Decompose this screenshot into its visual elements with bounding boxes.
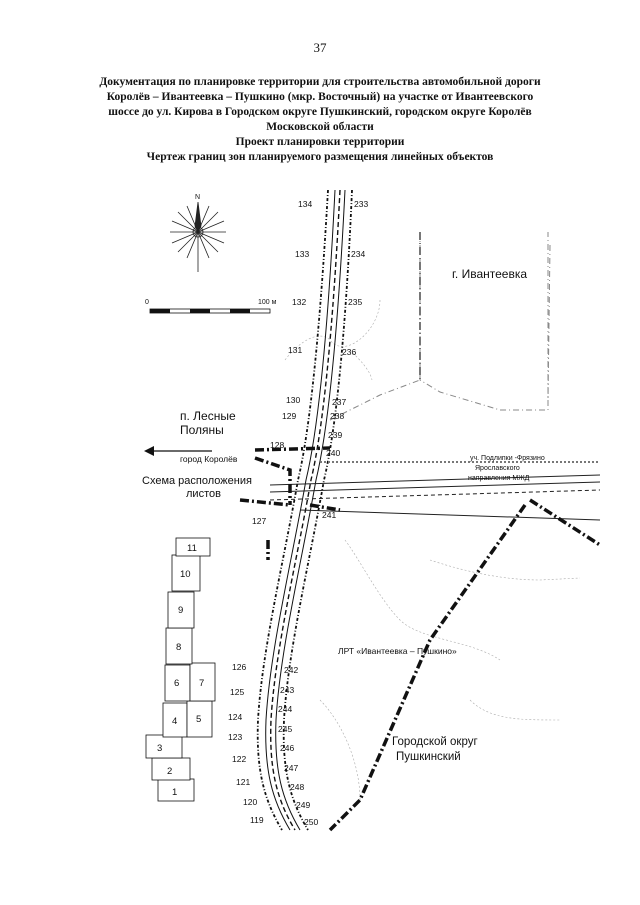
point-label: 243 [280,685,294,695]
sheet-cell [175,537,211,557]
point-label: 246 [280,743,294,753]
point-label: 249 [296,800,310,810]
sheet-number: 6 [174,678,179,689]
point-label: 129 [282,411,296,421]
point-label: 133 [295,249,309,259]
right-point-numbers: 233 234 235 236 237 238 239 240 241 242 … [278,199,368,827]
point-label: 125 [230,687,244,697]
document-header: Документация по планировке территории дл… [60,75,580,165]
sheet-number: 10 [180,569,191,580]
label-railway-line2: Ярославского [475,465,520,472]
point-label: 244 [278,704,292,714]
label-lrt: ЛРТ «Ивантеевка – Пушкино» [338,646,457,656]
arrow-left-icon [144,446,212,456]
terrain-contours [284,299,581,801]
label-pushkinsky-line2: Пушкинский [396,751,461,763]
point-label: 239 [328,430,342,440]
point-label: 238 [330,411,344,421]
sheet-number: 7 [199,678,204,689]
header-line-5: Проект планировки территории [235,136,405,148]
point-label: 233 [354,199,368,209]
sheet-cell [145,734,183,759]
point-label: 134 [298,199,312,209]
sheet-number: 9 [178,605,183,616]
point-label: 122 [232,754,246,764]
header-line-2: Королёв – Ивантеевка – Пушкино (мкр. Вос… [106,91,534,103]
sheet-number: 11 [187,543,197,554]
label-korolev: город Королёв [180,454,238,464]
main-road [256,189,353,831]
sheet-number: 8 [176,642,181,653]
point-label: 128 [270,440,284,450]
header-line-1: Документация по планировке территории дл… [99,76,541,88]
point-label: 120 [243,797,257,807]
point-label: 124 [228,712,242,722]
point-label: 240 [326,448,340,458]
sheet-numbers: 1 2 3 4 5 6 7 8 9 10 11 [157,543,204,798]
point-label: 236 [342,347,356,357]
page-number: 37 [313,40,327,55]
sheet-number: 1 [172,787,177,798]
point-label: 235 [348,297,362,307]
point-label: 130 [286,395,300,405]
label-scheme-line2: листов [186,488,221,500]
point-label: 241 [322,510,336,520]
label-railway-line3: направления МЖД [468,475,530,482]
scale-bar-start: 0 [145,299,149,306]
point-label: 132 [292,297,306,307]
point-label: 234 [351,249,365,259]
scale-bar-end: 100 м [258,299,277,306]
boundary-lines [329,232,551,421]
label-pushkinsky-line1: Городской округ [392,736,478,748]
sheet-number: 2 [167,766,172,777]
point-label: 242 [284,665,298,675]
sheet-number: 3 [157,743,162,754]
point-label: 247 [284,763,298,773]
label-lesnye-line2: Поляны [180,423,224,437]
sheet-cell [164,664,191,702]
point-label: 126 [232,662,246,672]
sheet-cell [165,627,193,665]
point-label: 123 [228,732,242,742]
label-scheme-line1: Схема расположения [142,475,252,487]
header-line-6: Чертеж границ зон планируемого размещени… [146,151,494,163]
compass-rose-icon [170,201,226,272]
sheet-cell [171,554,201,592]
point-label: 250 [304,817,318,827]
point-label: 245 [278,724,292,734]
compass-north-label: N [195,194,200,201]
point-label: 248 [290,782,304,792]
label-ivanteevka: г. Ивантеевка [452,267,527,281]
left-point-numbers: 134 133 132 131 130 129 128 127 126 125 … [228,199,312,825]
railway-line [269,461,601,521]
label-lesnye-line1: п. Лесные [180,409,236,423]
point-label: 127 [252,516,266,526]
sheet-number: 5 [196,714,201,725]
sheet-layout-scheme [145,537,216,802]
header-line-4: Московской области [266,121,374,133]
zone-boundary [239,446,601,832]
point-label: 119 [250,815,264,825]
sheet-number: 4 [172,716,177,727]
sheet-cell [167,591,195,629]
sheet-cell [162,702,188,738]
point-label: 131 [288,345,302,355]
label-railway-line1: уч. Подлипки -Фрязино [470,455,545,462]
header-line-3: шоссе до ул. Кирова в Городском округе П… [108,106,532,118]
scale-bar [149,308,271,314]
point-label: 121 [236,777,250,787]
point-label: 237 [332,397,346,407]
sheet-cell [189,662,216,702]
